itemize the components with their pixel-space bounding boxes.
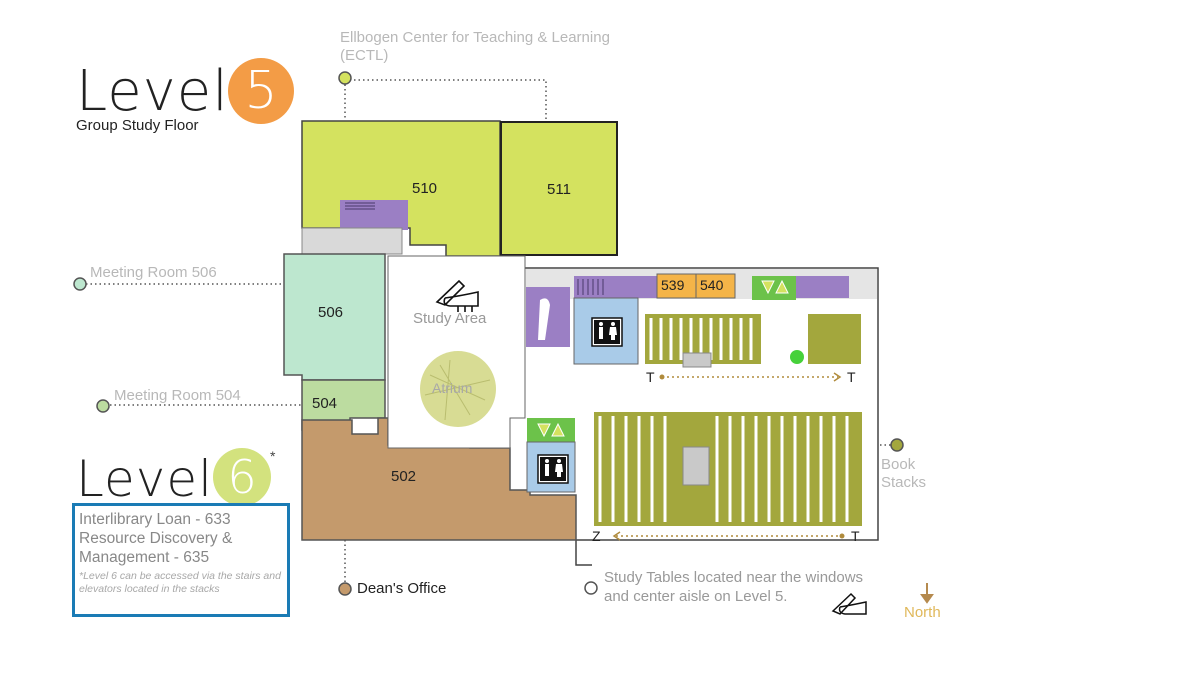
level5-subtitle: Group Study Floor [76, 117, 199, 134]
deans-office-dot [338, 582, 352, 596]
study-tables-callout-line2: and center aisle on Level 5. [604, 588, 788, 605]
meeting-504-dot [96, 399, 110, 413]
writing-hand-icon [435, 279, 479, 312]
study-tables-dot [584, 581, 598, 595]
room-502-label: 502 [391, 468, 417, 485]
level5-number-badge: 5 [228, 58, 294, 124]
room-539 [656, 273, 697, 299]
ectl-callout-line1: Ellbogen Center for Teaching & Learning [340, 29, 610, 46]
room-511 [500, 121, 618, 256]
room-511-label: 511 [547, 181, 571, 198]
ectl-connector [344, 79, 547, 121]
deans-office-callout: Dean's Office [357, 580, 447, 597]
level6-asterisk: * [270, 448, 276, 464]
level6-line-2: Resource Discovery & [79, 530, 233, 547]
aisle-upper-left: T [646, 369, 655, 385]
green-arrow-box-lower [527, 418, 575, 442]
book-stacks-callout-line2: Stacks [881, 474, 927, 491]
room-540 [695, 273, 736, 299]
stair-northeast [795, 276, 849, 298]
level6-line-3: Management - 635 [79, 549, 210, 566]
gray-landing [301, 227, 403, 255]
level6-info-box: Interlibrary Loan - 633 Resource Discove… [72, 503, 290, 617]
aisle-lower-right: T [851, 528, 860, 544]
stacks-gray-desk [682, 352, 712, 368]
book-stacks-dot [890, 438, 904, 452]
room-506-label: 506 [318, 304, 344, 321]
level6-title: Level [76, 450, 213, 508]
atrium [420, 351, 496, 427]
north-label: North [904, 604, 941, 621]
room-510-label: 510 [412, 180, 438, 197]
stair-510 [340, 200, 408, 230]
aisle-lower-left: Z [592, 528, 601, 544]
writing-hand-icon [831, 592, 867, 615]
study-tables-callout-line1: Study Tables located near the windows [604, 569, 864, 586]
meeting-504-callout: Meeting Room 504 [114, 387, 241, 404]
ectl-dot [338, 71, 352, 85]
level6-number-badge: 6 [213, 448, 271, 506]
stacks-lower-gray [682, 446, 710, 486]
study-area-label: Study Area [413, 310, 487, 327]
atrium-label: Atrium [432, 380, 473, 396]
north-arrow-icon [920, 583, 934, 604]
stacks-upper-right [808, 314, 861, 364]
stair-north [574, 276, 658, 298]
aisle-upper-right: T [847, 369, 856, 385]
book-stacks-callout-line1: Book [881, 456, 916, 473]
restroom-icon [591, 317, 623, 347]
room-539-label: 539 [661, 277, 685, 293]
you-are-here-dot [790, 350, 804, 364]
level6-line-1: Interlibrary Loan - 633 [79, 511, 231, 528]
elevator-arrows-icon [537, 279, 789, 438]
room-504-label: 504 [312, 395, 338, 412]
level5-title: Level [76, 59, 229, 124]
green-arrow-box-upper [752, 276, 796, 300]
ectl-callout-line2: (ECTL) [340, 47, 389, 64]
meeting-506-callout: Meeting Room 506 [90, 264, 217, 281]
level6-access-note: *Level 6 can be accessed via the stairs … [79, 570, 281, 595]
restroom-icon [537, 454, 569, 484]
room-540-label: 540 [700, 277, 724, 293]
meeting-506-dot [73, 277, 87, 291]
